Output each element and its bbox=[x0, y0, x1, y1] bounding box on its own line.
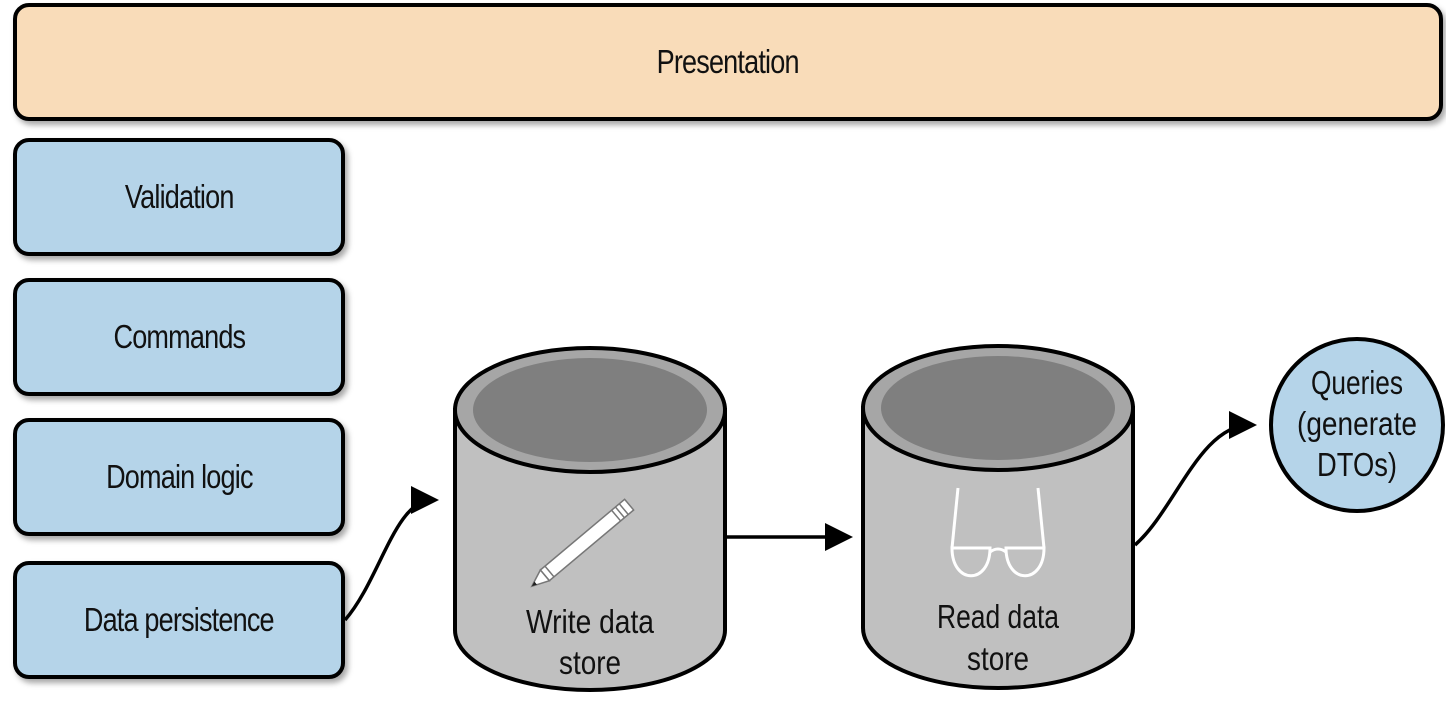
queries-circle bbox=[1269, 337, 1445, 513]
edge-persistence-to-write bbox=[343, 486, 439, 622]
read-data-store: Read data store bbox=[861, 344, 1135, 690]
queries-node: Queries (generate DTOs) bbox=[1269, 337, 1445, 513]
domain-logic-label: Domain logic bbox=[105, 458, 253, 495]
edge-read-to-queries bbox=[1133, 411, 1257, 547]
write-store-label-line1: Write data bbox=[526, 603, 655, 640]
validation-layer: Validation bbox=[13, 138, 345, 256]
write-store-top bbox=[473, 358, 707, 462]
queries-label-line2: (generate bbox=[1297, 405, 1417, 442]
write-store-body bbox=[453, 408, 727, 692]
commands-label: Commands bbox=[113, 318, 246, 355]
queries-label-line1: Queries bbox=[1311, 364, 1403, 401]
read-store-label-line1: Read data bbox=[937, 598, 1060, 635]
presentation-label: Presentation bbox=[656, 43, 800, 80]
domain-logic-layer: Domain logic bbox=[13, 418, 345, 536]
data-persistence-label: Data persistence bbox=[84, 601, 275, 638]
read-store-label-line2: store bbox=[967, 640, 1029, 677]
presentation-layer: Presentation bbox=[13, 3, 1443, 121]
validation-label: Validation bbox=[124, 178, 234, 215]
commands-layer: Commands bbox=[13, 278, 345, 396]
read-store-top bbox=[881, 356, 1115, 460]
glasses-icon bbox=[950, 487, 1046, 578]
data-persistence-layer: Data persistence bbox=[13, 561, 345, 679]
write-store-label-line2: store bbox=[559, 644, 621, 681]
queries-label-line3: DTOs) bbox=[1317, 446, 1397, 483]
write-data-store: Write data store bbox=[453, 346, 727, 692]
pencil-icon bbox=[530, 498, 635, 588]
